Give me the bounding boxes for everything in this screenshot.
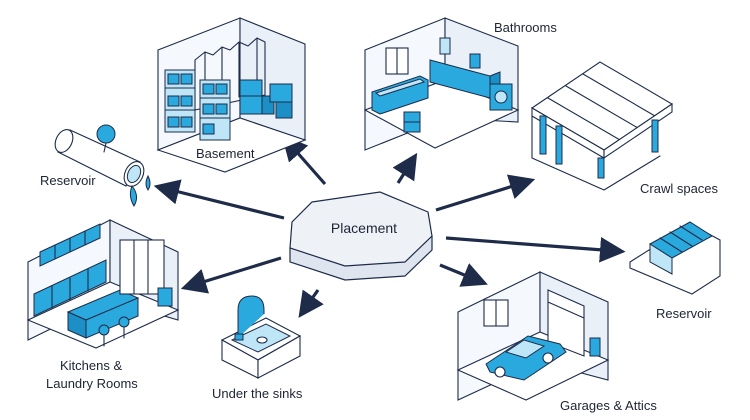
basement-room (156, 17, 307, 173)
garages-label: Garages & Attics (560, 398, 657, 413)
kitchens-label-line2: Laundry Rooms (46, 376, 138, 391)
arrow-to-under-sinks (298, 289, 324, 318)
bathrooms-label: Bathrooms (494, 20, 557, 35)
arrow-to-basement (281, 134, 327, 186)
connector-arrows (153, 134, 626, 318)
basement-label: Basement (196, 146, 255, 161)
placement-hub: Placement (289, 191, 433, 281)
reservoir-right-label: Reservoir (656, 306, 712, 321)
kitchens-room (26, 219, 180, 349)
arrow-to-reservoir-left (153, 179, 285, 220)
under-sinks-label: Under the sinks (212, 386, 303, 401)
bathrooms-room (363, 17, 520, 151)
hub-label: Placement (331, 220, 397, 236)
reservoir-left-label: Reservoir (40, 173, 96, 188)
arrow-to-crawl-spaces (435, 174, 536, 212)
crawl-spaces-structure (530, 61, 674, 191)
kitchens-label-line1: Kitchens & (60, 358, 122, 373)
reservoir-left-pipe (54, 124, 151, 207)
arrow-to-bathrooms (392, 152, 418, 184)
arrow-to-reservoir-right (445, 236, 626, 263)
arrow-to-kitchens (180, 256, 282, 294)
under-sinks-basin (220, 295, 302, 379)
crawl-spaces-label: Crawl spaces (640, 181, 719, 196)
garages-room (456, 271, 610, 401)
reservoir-right-trough (629, 221, 721, 295)
arrow-to-garages (439, 263, 488, 287)
